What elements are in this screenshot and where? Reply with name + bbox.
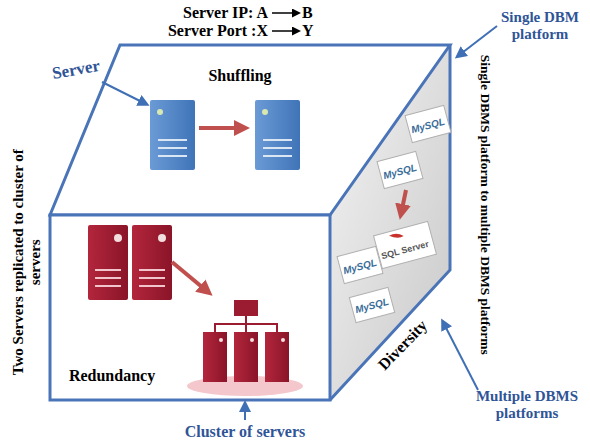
top-face: [50, 45, 450, 215]
server-cluster: [187, 300, 303, 396]
shift-label: B: [302, 4, 324, 22]
leader-arrow: [443, 322, 478, 390]
leader-arrow: [102, 82, 146, 104]
mysql-tile: [405, 105, 451, 142]
mysql-tile: [337, 246, 383, 283]
shuffle-arrow: [199, 126, 244, 130]
callout-label: Multiple DBMS platforms: [472, 388, 582, 423]
face-label: Shuffling: [190, 67, 290, 85]
sqlserver-tile: [374, 221, 437, 268]
shift-arrow: [272, 30, 298, 32]
server-icon: [150, 100, 195, 170]
shift-label: Server IP: A: [138, 4, 268, 22]
front-face: [50, 215, 330, 400]
replicate-arrow: [172, 262, 208, 292]
shift-label: Server Port :X: [138, 22, 268, 40]
shift-label: Y: [302, 22, 324, 40]
mysql-tile: [349, 287, 394, 322]
server-icon: [132, 225, 172, 300]
callout-label: Cluster of servers: [165, 423, 325, 441]
leader-arrow: [244, 404, 246, 420]
axis-label: Single DBMS platform to multiple DBMS pl…: [477, 35, 493, 375]
leader-arrow: [458, 26, 497, 56]
server-icon: [255, 100, 300, 170]
shift-arrow: [272, 12, 298, 14]
diversify-arrow: [401, 190, 406, 214]
axis-label: Two Servers replicated to cluster of ser…: [10, 147, 45, 377]
server-icon: [88, 225, 128, 300]
mysql-tile: [377, 151, 423, 188]
callout-label: Single DBM platform: [495, 9, 585, 44]
callout-label: Server: [40, 54, 112, 85]
cube-edge: [330, 45, 450, 400]
face-label: Redundancy: [57, 367, 167, 385]
